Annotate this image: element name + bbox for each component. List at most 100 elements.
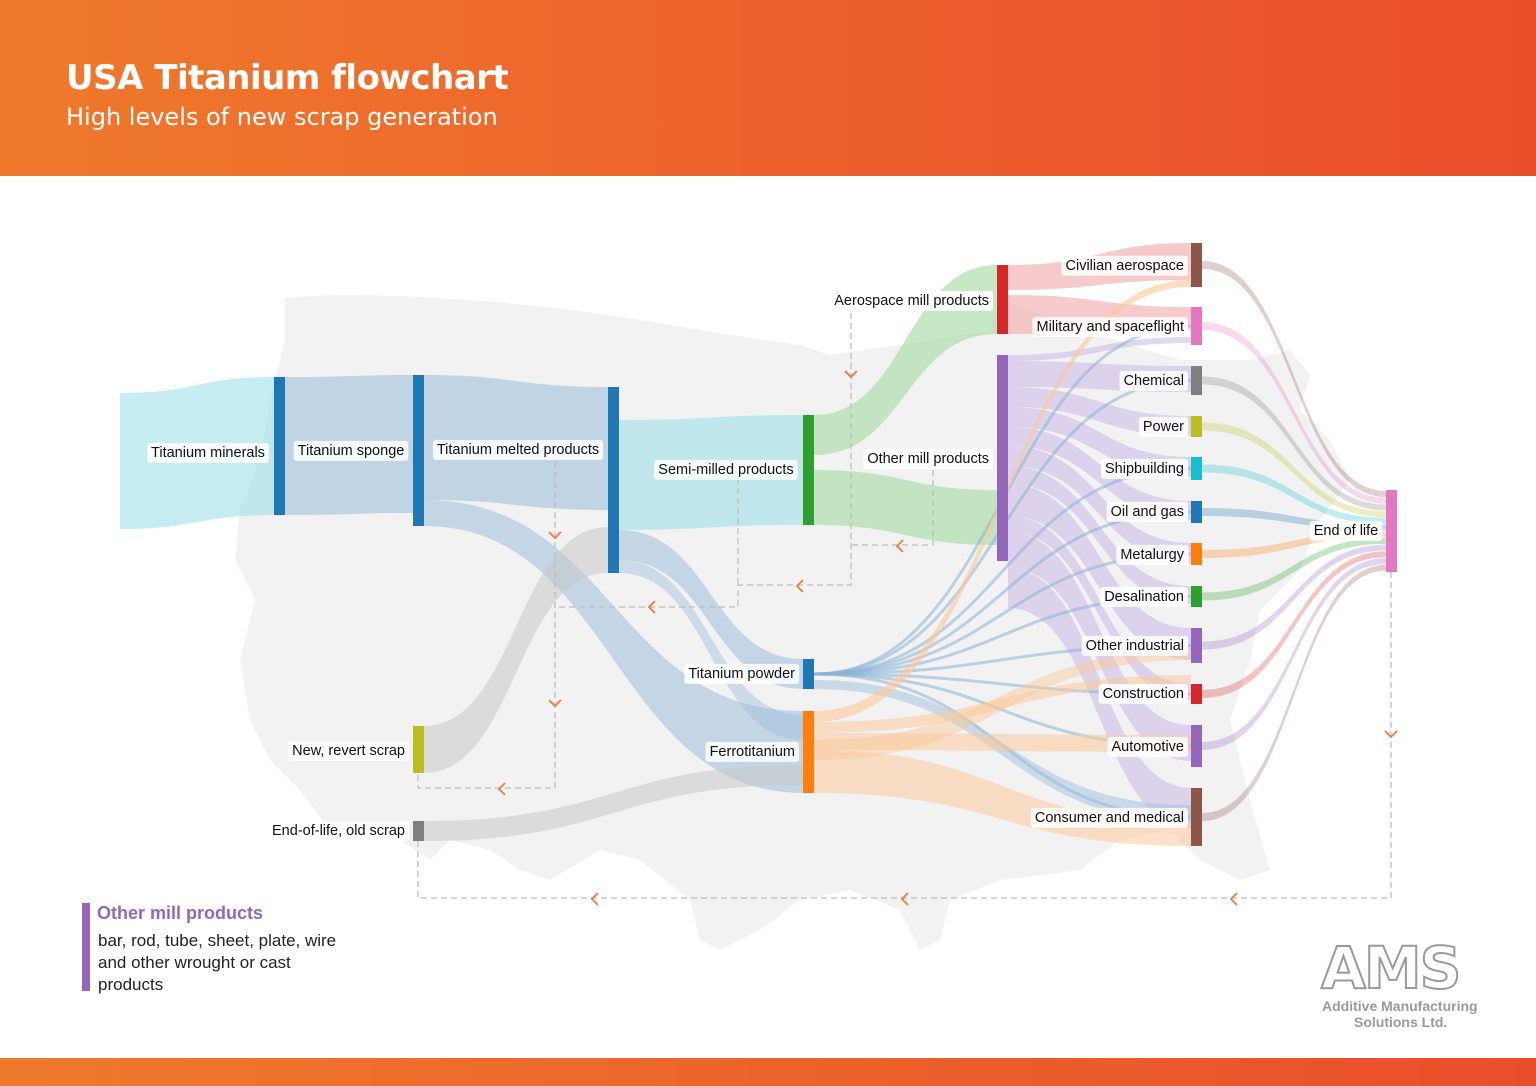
legend: Other mill products bar, rod, tube, shee…: [82, 903, 342, 994]
link-othermill-military: [1008, 337, 1191, 361]
label-background: [293, 440, 409, 461]
label-background: [705, 741, 799, 762]
logo-mark: AMS: [1320, 933, 1462, 1003]
link-consumer-eol: [1202, 564, 1386, 821]
link-melted2-powder: [619, 530, 803, 689]
node-bar-constr: [1191, 684, 1202, 704]
link-ferro-constr: [814, 675, 1191, 733]
node-bar-semi: [803, 415, 814, 525]
label-background: [1138, 416, 1189, 437]
node-label-consumer: Consumer and medical: [1035, 810, 1184, 826]
label-background: [1030, 807, 1188, 828]
node-label-otherind: Other industrial: [1086, 638, 1184, 654]
node-bar-military: [1191, 307, 1202, 345]
arrow-icon: [590, 892, 599, 906]
link-othermill-oilgas: [1008, 427, 1191, 520]
label-background: [1119, 370, 1188, 391]
arrow-icon: [1229, 892, 1238, 906]
label-background: [684, 663, 800, 684]
node-label-chemical: Chemical: [1124, 373, 1184, 389]
node-label-minerals: Titanium minerals: [151, 445, 265, 461]
label-background: [268, 820, 409, 841]
link-auto-eol: [1202, 558, 1386, 750]
label-background: [1081, 635, 1188, 656]
label-background: [1098, 683, 1188, 704]
header-banner: USA Titanium flowchart High levels of ne…: [0, 0, 1536, 176]
node-bar-eol: [1386, 490, 1397, 572]
arrow-icon: [844, 370, 858, 379]
node-label-auto: Automotive: [1111, 739, 1184, 755]
node-label-civil: Civilian aerospace: [1066, 258, 1184, 274]
node-label-ship: Shipbuilding: [1105, 461, 1184, 477]
footer-bar: [0, 1058, 1536, 1086]
node-label-revert: New, revert scrap: [292, 743, 405, 759]
label-background: [1309, 520, 1383, 541]
flow-nodes: [274, 243, 1397, 846]
arrow-icon: [548, 699, 562, 708]
node-bar-civil: [1191, 243, 1202, 287]
node-label-eol: End of life: [1314, 523, 1379, 539]
node-bar-revert: [413, 726, 424, 773]
scrap-return-lines: [417, 313, 1398, 906]
link-power-eol: [1202, 422, 1386, 518]
link-constr-eol: [1202, 551, 1386, 698]
scrap-line-aero: [555, 313, 852, 608]
node-bar-other_mill: [997, 355, 1008, 561]
node-bar-powder: [803, 659, 814, 689]
legend-title: Other mill products: [97, 903, 264, 923]
link-melted2-ferro: [619, 560, 803, 740]
link-ferro-auto: [814, 733, 1191, 752]
link-otherind-eol: [1202, 544, 1386, 650]
link-oldscrap-ferro: [424, 765, 803, 841]
node-bar-consumer: [1191, 788, 1202, 846]
arrow-icon: [795, 579, 804, 593]
node-bar-ship: [1191, 457, 1202, 480]
node-bar-oilgas: [1191, 501, 1202, 523]
label-background: [1107, 736, 1188, 757]
arrow-icon: [548, 531, 562, 540]
link-military-eol: [1202, 322, 1386, 504]
link-civil-eol: [1202, 261, 1386, 497]
node-label-sponge: Titanium sponge: [298, 443, 405, 459]
link-othermill-constr: [1008, 516, 1191, 700]
node-bar-melted2: [608, 387, 619, 573]
node-label-metal: Metalurgy: [1120, 547, 1184, 563]
node-label-powder: Titanium powder: [688, 666, 795, 682]
label-background: [654, 459, 798, 480]
label-background: [147, 442, 269, 463]
label-background: [1100, 586, 1188, 607]
link-semi-aero: [814, 265, 997, 455]
node-label-oldscrap: End-of-life, old scrap: [272, 823, 405, 839]
link-othermill-metal: [1008, 446, 1191, 563]
node-bar-auto: [1191, 725, 1202, 767]
node-label-power: Power: [1143, 419, 1184, 435]
node-bar-aero_mill: [997, 265, 1008, 334]
logo-line-2: Solutions Ltd.: [1354, 1014, 1448, 1030]
label-background: [1100, 458, 1188, 479]
link-othermill-otherind: [1008, 484, 1191, 660]
arrow-icon: [647, 600, 656, 614]
node-bar-metal: [1191, 543, 1202, 565]
label-background: [863, 448, 993, 469]
node-label-semi: Semi-milled products: [658, 462, 793, 478]
node-label-desal: Desalination: [1104, 589, 1184, 605]
label-background: [432, 439, 604, 460]
node-bar-desal: [1191, 586, 1202, 607]
node-bar-sponge: [274, 377, 285, 515]
legend-description: bar, rod, tube, sheet, plate, wire and o…: [98, 931, 337, 994]
scrap-line-melted: [417, 462, 556, 789]
logo-line-1: Additive Manufacturing: [1322, 998, 1478, 1014]
arrow-icon: [497, 782, 506, 796]
node-label-aero_mill: Aerospace mill products: [834, 293, 989, 309]
label-background: [1061, 255, 1188, 276]
arrow-icon: [1384, 730, 1398, 739]
link-chemical-eol: [1202, 376, 1386, 511]
label-background: [1032, 316, 1188, 337]
node-label-military: Military and spaceflight: [1037, 319, 1185, 335]
node-label-melted: Titanium melted products: [437, 442, 599, 458]
label-background: [288, 740, 409, 761]
link-revert-melted2: [424, 527, 608, 773]
link-othermill-desal: [1008, 466, 1191, 604]
